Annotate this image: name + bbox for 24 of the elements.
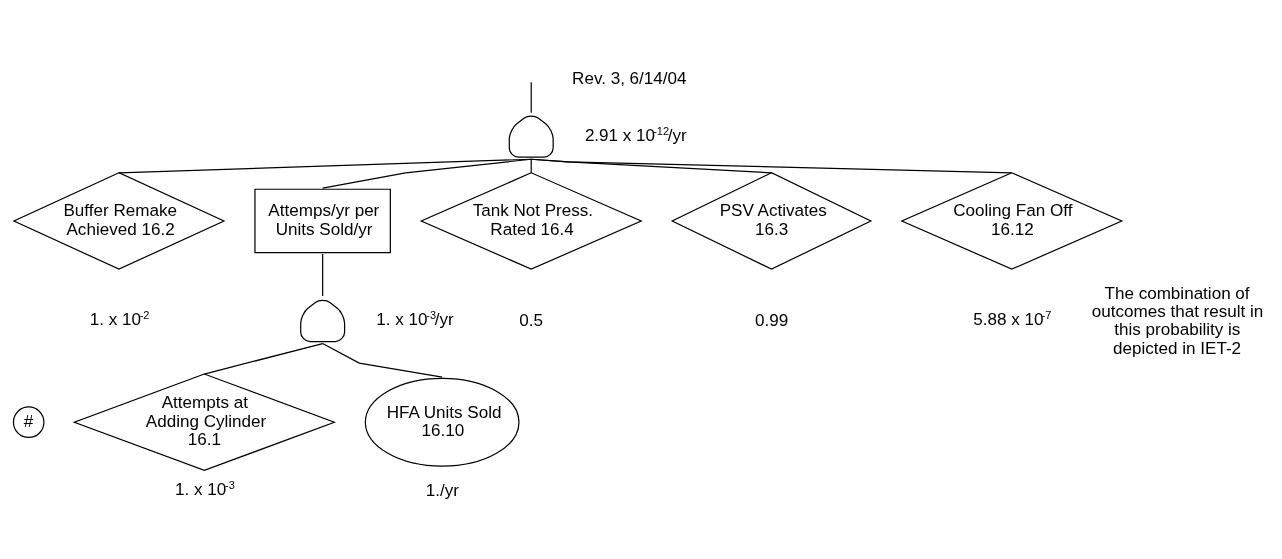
- node-label: 5.88 x 10$^{-7}$: [973, 308, 1052, 329]
- node-label: 1. x 10$^{-2}$: [89, 308, 150, 329]
- node-label: 0.99: [755, 310, 789, 330]
- node-diamond: Tank Not Press. Rated 16.4: [419, 171, 643, 270]
- node-diamond: Attempts at Adding Cylinder 16.1: [72, 372, 337, 471]
- node-label: 1./yr: [425, 480, 459, 500]
- node-ellipse: HFA Units Sold 16.10: [364, 377, 520, 467]
- connector: [203, 342, 324, 375]
- node-circle: #: [12, 405, 45, 438]
- node-label: 1. x 10$^{-3}$: [175, 478, 235, 499]
- node-gate: [300, 299, 346, 342]
- connector: [322, 342, 443, 378]
- label: Rev. 3, 6/14/04: [572, 68, 687, 88]
- node-label: 2.91 x 10$^{-12}$/yr: [584, 124, 687, 145]
- connector: [322, 252, 324, 297]
- node-diamond: PSV Activates 16.3: [670, 171, 873, 270]
- node-gate: [508, 115, 554, 158]
- node-diamond: Buffer Remake Achieved 16.2: [12, 171, 226, 270]
- node-box: Attemps/yr per Units Sold/yr: [254, 188, 391, 253]
- connector: [530, 81, 532, 113]
- node-label: 1. x 10$^{-3}$/yr: [376, 308, 454, 329]
- label: The combination of outcomes that result in this probability is depicted in IET-2: [1091, 283, 1264, 358]
- node-label: 0.5: [519, 310, 544, 330]
- node-diamond: Cooling Fan Off 16.12: [900, 171, 1124, 270]
